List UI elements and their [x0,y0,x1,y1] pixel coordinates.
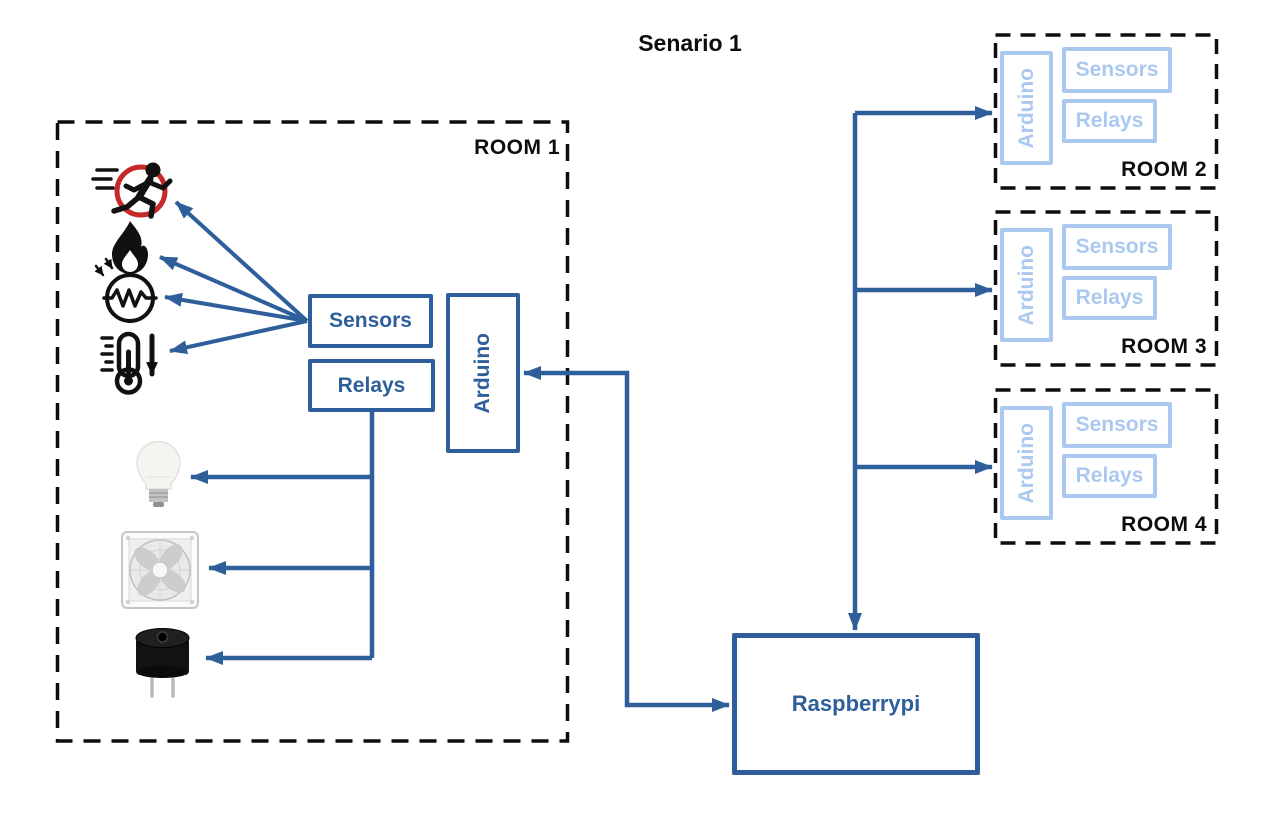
temperature-sensor-icon [100,331,158,395]
room4-label: ROOM 4 [1121,513,1207,536]
sensor-arrows [159,200,309,355]
bulb-icon [136,440,181,507]
room2-label: ROOM 2 [1121,158,1207,181]
room3-sensors-box: Sensors [1062,224,1172,270]
flame-sensor-icon [112,221,148,274]
room4-border [993,388,1219,545]
arrow-sensors-to-light [164,292,308,323]
light-sensor-icon [94,257,158,323]
room1-sensors-box: Sensors [308,294,433,348]
room2-container: Arduino Sensors Relays ROOM 2 [995,35,1217,188]
arrow-sensors-to-motion [174,200,309,323]
room3-arduino-label: Arduino [1014,244,1038,326]
room4-sensors-box: Sensors [1062,402,1172,448]
arduino-raspberrypi-link [523,366,730,712]
room1-arduino-label: Arduino [471,332,494,414]
raspberrypi-box: Raspberrypi [732,633,980,775]
arrow-sensors-to-temperature [169,319,308,355]
motion-sensor-icon [91,162,173,219]
room4-arduino-label: Arduino [1014,422,1038,504]
room2-sensors-box: Sensors [1062,47,1172,93]
room4-arduino-box: Arduino [1000,406,1053,520]
room1-relays-box: Relays [308,359,435,412]
room2-arduino-box: Arduino [1000,51,1053,165]
diagram-title: Senario 1 [638,30,742,56]
raspberrypi-trunk [848,106,993,631]
room2-relays-box: Relays [1062,99,1157,143]
buzzer-icon [135,628,190,698]
fan-icon [121,531,199,609]
room3-label: ROOM 3 [1121,335,1207,358]
room4-relays-box: Relays [1062,454,1157,498]
room3-relays-box: Relays [1062,276,1157,320]
room3-container: Arduino Sensors Relays ROOM 3 [995,212,1217,365]
relay-arrows [190,412,375,665]
room2-arduino-label: Arduino [1014,67,1038,149]
room4-container: Arduino Sensors Relays ROOM 4 [995,390,1217,543]
room1-label: ROOM 1 [474,136,560,159]
arrow-sensors-to-flame [159,255,308,323]
room1-arduino-box: Arduino [446,293,520,453]
room3-border [993,210,1219,367]
room2-border [993,33,1219,190]
room3-arduino-box: Arduino [1000,228,1053,342]
